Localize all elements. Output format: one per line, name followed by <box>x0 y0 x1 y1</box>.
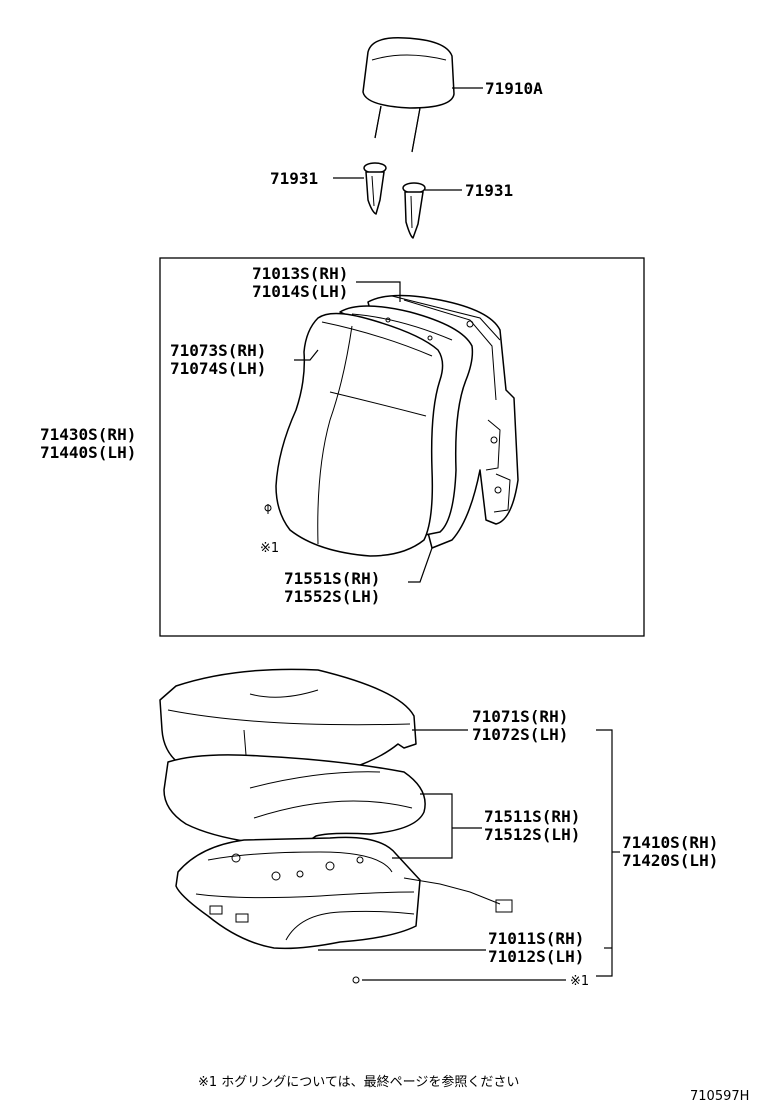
cushion-assy-rh-label: 71410S(RH) <box>622 833 718 852</box>
cushion-ring-note-mark: ※1 <box>570 974 589 989</box>
seatback-cover[interactable] <box>275 312 444 557</box>
seat-cushion-frame[interactable] <box>175 836 513 950</box>
cushion-pad-lh-label: 71512S(LH) <box>484 825 580 844</box>
back-frame-rh-label: 71551S(RH) <box>284 569 380 588</box>
back-ring-note-mark: ※1 <box>260 541 279 556</box>
support-left-label: 71931 <box>270 169 318 188</box>
cushion-frame-rh-label: 71011S(RH) <box>488 929 584 948</box>
cushion-assy-lh-label: 71420S(LH) <box>622 851 718 870</box>
headrest-support-right[interactable] <box>402 182 426 239</box>
back-cover-rh-label: 71013S(RH) <box>252 264 348 283</box>
seat-cushion-pad[interactable] <box>163 754 426 848</box>
seatback-group-frame <box>159 257 645 637</box>
cushion-frame-lh-label: 71012S(LH) <box>488 947 584 966</box>
headrest-part-label: 71910A <box>485 79 543 98</box>
hog-ring-footnote: ※1 ホグリングについては、最終ページを参照ください <box>198 1074 519 1090</box>
headrest-support-left[interactable] <box>363 162 387 215</box>
back-frame-lh-label: 71552S(LH) <box>284 587 380 606</box>
cushion-cover-rh-label: 71071S(RH) <box>472 707 568 726</box>
drawing-code: 710597H <box>690 1089 749 1104</box>
cushion-cover-lh-label: 71072S(LH) <box>472 725 568 744</box>
support-right-label: 71931 <box>465 181 513 200</box>
headrest[interactable] <box>362 37 455 153</box>
back-assy-rh-label: 71430S(RH) <box>40 425 136 444</box>
back-cover-lh-label: 71014S(LH) <box>252 282 348 301</box>
back-hog-ring[interactable] <box>264 504 272 514</box>
back-assy-lh-label: 71440S(LH) <box>40 443 136 462</box>
cushion-hog-ring[interactable] <box>352 976 360 984</box>
back-pad-lh-label: 71074S(LH) <box>170 359 266 378</box>
back-pad-rh-label: 71073S(RH) <box>170 341 266 360</box>
cushion-pad-rh-label: 71511S(RH) <box>484 807 580 826</box>
